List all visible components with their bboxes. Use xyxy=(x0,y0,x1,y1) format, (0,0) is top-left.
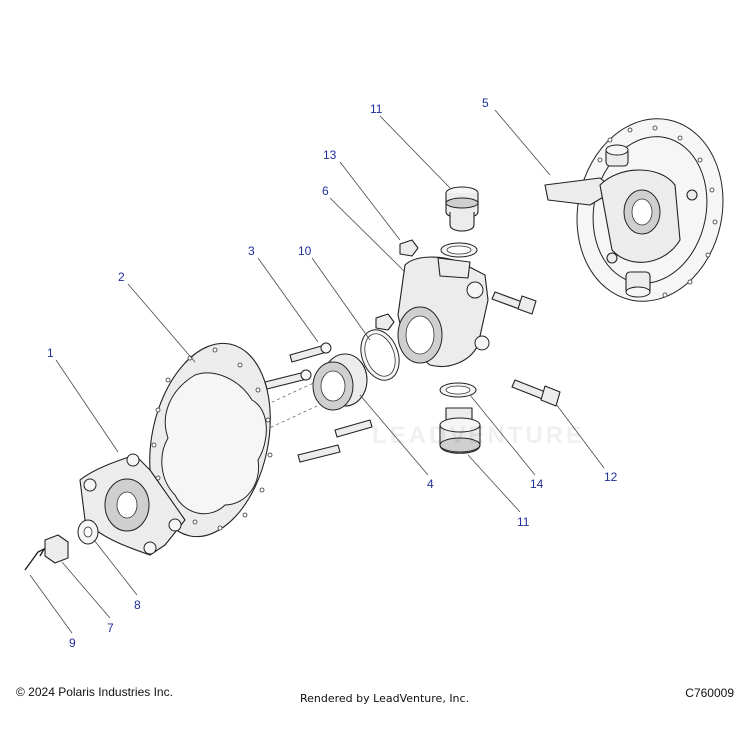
copyright-text: © 2024 Polaris Industries Inc. xyxy=(16,685,173,699)
callout-14: 14 xyxy=(530,477,544,491)
callout-9: 9 xyxy=(69,636,76,650)
rotor-drill-holes xyxy=(151,347,273,531)
part-nut-13 xyxy=(375,239,419,331)
part-steering-knuckle xyxy=(397,256,490,367)
part-wheel-hub xyxy=(79,453,186,556)
callout-3: 3 xyxy=(248,244,255,258)
part-upper-ball-joint xyxy=(445,186,479,232)
callout-13: 13 xyxy=(323,148,337,162)
rendered-by-text: Rendered by LeadVenture, Inc. xyxy=(300,692,470,705)
part-assembled-knuckle xyxy=(544,118,724,302)
callout-10: 10 xyxy=(298,244,312,258)
callout-6: 6 xyxy=(322,184,329,198)
part-wheel-bearing xyxy=(312,353,368,411)
callout-7: 7 xyxy=(107,621,114,635)
callout-5: 5 xyxy=(482,96,489,110)
part-bolts-12 xyxy=(491,291,561,407)
callout-8: 8 xyxy=(134,598,141,612)
callout-1: 1 xyxy=(47,346,54,360)
callout-labels: 1 2 3 4 5 6 7 8 9 10 11 11 12 13 14 xyxy=(47,96,618,650)
part-lower-ball-joint xyxy=(439,407,481,454)
part-brake-rotor xyxy=(149,342,273,538)
leader-lines xyxy=(29,109,605,634)
callout-2: 2 xyxy=(118,270,125,284)
diagram-code: C760009 xyxy=(685,686,734,700)
callout-12: 12 xyxy=(604,470,618,484)
callout-11-lower: 11 xyxy=(517,515,530,529)
callout-4: 4 xyxy=(427,477,434,491)
rotor-holes xyxy=(592,125,718,298)
callout-11-upper: 11 xyxy=(370,102,383,116)
part-castle-nut xyxy=(44,534,69,564)
part-cotter-pin xyxy=(24,547,46,571)
watermark-text: LEADVENTURE xyxy=(372,422,586,449)
part-wheel-studs xyxy=(264,342,373,463)
